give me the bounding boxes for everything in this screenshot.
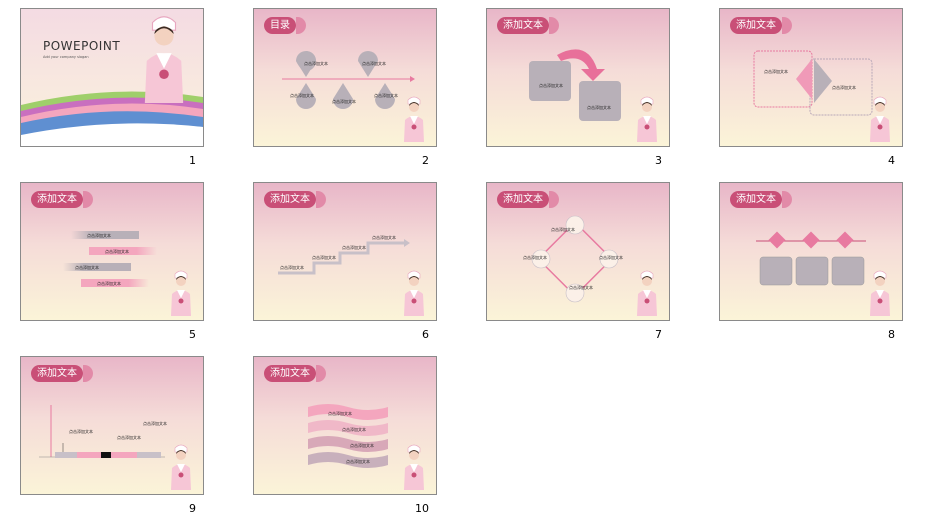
item-label: 点击添加文本: [372, 235, 396, 240]
item-label: 点击添加文本: [539, 83, 563, 88]
slide-thumbnail-5[interactable]: 添加文本 点击添加文本 点击添加文本 点击添加文本 点击添加文本 5: [20, 182, 204, 352]
item-label: 点击添加文本: [350, 443, 374, 448]
diamond-cycle-diagram: [531, 215, 619, 303]
item-label: 点击添加文本: [328, 411, 352, 416]
cover-title: POWEPOINT: [43, 39, 121, 53]
nurse-figure-icon: [398, 442, 430, 490]
slide-preview: 添加文本: [719, 182, 903, 321]
slide-number: 2: [422, 154, 429, 167]
slide-thumbnail-7[interactable]: 添加文本 点击添加文本 点击添加文本 点击添加文本 点击添加文本 7: [486, 182, 670, 352]
slide-number: 4: [888, 154, 895, 167]
item-label: 点击添加文本: [97, 281, 121, 286]
nurse-figure-icon: [864, 94, 896, 142]
item-label: 点击添加文本: [374, 93, 398, 98]
slide-thumbnail-4[interactable]: 添加文本 点击添加文本 点击添加文本 4: [719, 8, 903, 178]
nurse-figure-icon: [398, 94, 430, 142]
item-label: 点击添加文本: [75, 265, 99, 270]
bar: [81, 279, 149, 287]
slide-thumbnail-9[interactable]: 添加文本 点击添加文本 点击添加文本 点击添加文本 9: [20, 356, 204, 526]
slide-title: 添加文本: [264, 191, 326, 208]
nurse-figure-icon: [165, 268, 197, 316]
slide-title: 添加文本: [31, 191, 93, 208]
slide-thumbnail-10[interactable]: 添加文本 点击添加文本 点击添加文本 点击添加文本 点击添加文本 10: [253, 356, 437, 526]
slide-preview: 目录 点击添加文本 点击添加文本 点击添加文本 点击添加文本 点击添加文本: [253, 8, 437, 147]
slide-preview: 添加文本 点击添加文本 点击添加文本 点击添加文本 点击添加文本: [20, 182, 204, 321]
nurse-figure-icon: [129, 11, 199, 103]
slide-thumbnail-3[interactable]: 添加文本 点击添加文本 点击添加文本 3: [486, 8, 670, 178]
item-label: 点击添加文本: [764, 69, 788, 74]
slide-preview: 添加文本 点击添加文本 点击添加文本 点击添加文本 点击添加文本: [253, 356, 437, 495]
item-label: 点击添加文本: [304, 61, 328, 66]
slide-title: 添加文本: [264, 365, 326, 382]
item-label: 点击添加文本: [332, 99, 356, 104]
slide-number: 7: [655, 328, 662, 341]
nurse-figure-icon: [398, 268, 430, 316]
item-label: 点击添加文本: [346, 459, 370, 464]
item-label: 点击添加文本: [117, 435, 141, 440]
bar: [71, 231, 139, 239]
arrow-boxes-diagram: [529, 49, 621, 121]
item-label: 点击添加文本: [69, 429, 93, 434]
slide-thumbnail-1[interactable]: POWEPOINT Add your company slogan 1: [20, 8, 204, 178]
item-label: 点击添加文本: [587, 105, 611, 110]
slide-thumbnail-2[interactable]: 目录 点击添加文本 点击添加文本 点击添加文本 点击添加文本 点击添加文本 2: [253, 8, 437, 178]
slide-number: 8: [888, 328, 895, 341]
slide-number: 6: [422, 328, 429, 341]
slide-title: 添加文本: [31, 365, 93, 382]
item-label: 点击添加文本: [569, 285, 593, 290]
nurse-figure-icon: [864, 268, 896, 316]
slide-number: 10: [415, 502, 429, 515]
item-label: 点击添加文本: [280, 265, 304, 270]
item-label: 点击添加文本: [362, 61, 386, 66]
item-label: 点击添加文本: [523, 255, 547, 260]
timeline-diagram: [39, 405, 165, 458]
slide-title: 目录: [264, 17, 306, 34]
slide-preview: 添加文本 点击添加文本 点击添加文本: [486, 8, 670, 147]
nurse-figure-icon: [165, 442, 197, 490]
item-label: 点击添加文本: [599, 255, 623, 260]
slide-title: 添加文本: [497, 17, 559, 34]
slide-preview: 添加文本 点击添加文本 点击添加文本: [719, 8, 903, 147]
item-label: 点击添加文本: [342, 427, 366, 432]
wave-banners-diagram: [308, 404, 388, 468]
slide-thumbnail-6[interactable]: 添加文本 点击添加文本 点击添加文本 点击添加文本 点击添加文本 6: [253, 182, 437, 352]
slide-preview: 添加文本 点击添加文本 点击添加文本 点击添加文本: [20, 356, 204, 495]
slide-number: 9: [189, 502, 196, 515]
item-label: 点击添加文本: [551, 227, 575, 232]
slide-preview: 添加文本 点击添加文本 点击添加文本 点击添加文本 点击添加文本: [486, 182, 670, 321]
slide-thumbnail-8[interactable]: 添加文本 8: [719, 182, 903, 352]
drops-diagram: [282, 51, 415, 109]
item-label: 点击添加文本: [143, 421, 167, 426]
item-label: 点击添加文本: [342, 245, 366, 250]
item-label: 点击添加文本: [832, 85, 856, 90]
item-label: 点击添加文本: [312, 255, 336, 260]
slide-preview: 添加文本 点击添加文本 点击添加文本 点击添加文本 点击添加文本: [253, 182, 437, 321]
slide-preview: POWEPOINT Add your company slogan: [20, 8, 204, 147]
slide-number: 1: [189, 154, 196, 167]
bar: [89, 247, 157, 255]
bar: [63, 263, 131, 271]
item-label: 点击添加文本: [87, 233, 111, 238]
slide-title: 添加文本: [730, 17, 792, 34]
diamond-boxes-diagram: [756, 231, 866, 286]
stairs-diagram: [278, 239, 410, 275]
slide-number: 3: [655, 154, 662, 167]
overlap-frames-diagram: [753, 50, 873, 116]
nurse-figure-icon: [631, 94, 663, 142]
item-label: 点击添加文本: [105, 249, 129, 254]
slide-number: 5: [189, 328, 196, 341]
item-label: 点击添加文本: [290, 93, 314, 98]
nurse-figure-icon: [631, 268, 663, 316]
slide-title: 添加文本: [497, 191, 559, 208]
slide-title: 添加文本: [730, 191, 792, 208]
cover-subtitle: Add your company slogan: [43, 55, 89, 59]
